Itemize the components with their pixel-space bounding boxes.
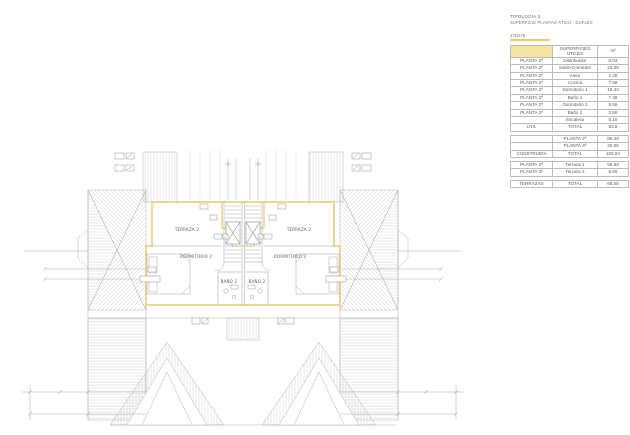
cell-group: PLANTA 2ª	[510, 160, 553, 170]
cell-value: 56.99	[597, 160, 629, 170]
cell-label: PLANTA 2ª	[552, 134, 598, 144]
cell-label: Cocina	[552, 78, 598, 88]
cell-group: PLANTA 2ª	[510, 64, 553, 73]
cell-group	[510, 142, 553, 151]
cell-value: 2.58	[597, 108, 629, 117]
cell-value: 2.28	[597, 71, 629, 80]
stair-shafts	[225, 221, 261, 245]
cell-group: TERRAZAS	[510, 179, 553, 189]
beds	[146, 253, 340, 295]
reference-tags	[114, 152, 372, 325]
cell-label: PLANTA 3ª	[552, 142, 598, 151]
unit-envelope	[145, 201, 341, 306]
cell-label: Terraza 1	[552, 160, 598, 170]
cell-label: TOTAL	[552, 179, 598, 189]
cell-label: Baño 2	[552, 108, 598, 117]
unit-numbers: 275/276	[510, 33, 526, 38]
header-label-line1: SUPERFICIES	[559, 45, 591, 51]
cell-value: 20.65	[597, 142, 629, 151]
room-label-bano-right: BAÑO 2	[249, 279, 266, 284]
cell-group: PLANTA 2ª	[510, 86, 553, 95]
cell-group: PLANTA 2ª	[510, 101, 553, 110]
cell-group: ÚTIL	[510, 123, 553, 132]
cell-value: 9.56	[597, 101, 629, 110]
cell-group: PLANTA 2ª	[510, 78, 553, 88]
cell-label: Dormitorio 2	[552, 101, 598, 110]
cell-value: 23.38	[597, 64, 629, 73]
surface-table-panel: TIPOLOGÍA 2 SUPERFICIE PLANTAS ÁTICO - D…	[510, 14, 629, 189]
yellow-rule	[510, 39, 550, 41]
cell-value: 19.33	[597, 86, 629, 95]
room-label-dormitorio-right: DORMITORIO 2	[274, 254, 307, 259]
header-label-cell: SUPERFICIES ÚTILES	[552, 44, 598, 58]
cell-label: Salón-Comedor	[552, 64, 598, 73]
cell-group: CONSTRUIDA	[510, 149, 553, 158]
header-unit-cell: m²	[597, 44, 629, 58]
room-label-terraza-left: TERRAZA 2	[174, 227, 199, 232]
sheet-subtitle: SUPERFICIE PLANTAS ÁTICO - DÚPLEX	[510, 20, 593, 25]
cell-value: 7.58	[597, 78, 629, 88]
cell-value: 8.06	[597, 168, 629, 177]
bathrooms	[214, 261, 272, 305]
cell-label: Aseo	[552, 71, 598, 80]
roof-hatching	[77, 150, 409, 426]
cell-group: PLANTA 3ª	[510, 168, 553, 177]
cell-label: Terraza 2	[552, 168, 598, 177]
sheet-title: TIPOLOGÍA 2	[510, 14, 541, 19]
header-label-line2: ÚTILES	[566, 51, 584, 57]
cell-label: TOTAL	[552, 123, 598, 132]
cell-label: Dormitorio 1	[552, 86, 598, 95]
cell-group: PLANTA 2ª	[510, 108, 553, 117]
cell-value: 105.94	[597, 149, 629, 158]
cell-group: PLANTA 2ª	[510, 71, 553, 80]
cell-label: TOTAL	[552, 149, 598, 158]
cell-group: PLANTA 2ª	[510, 56, 553, 66]
cell-value: 6.03	[597, 56, 629, 66]
room-label-bano-left: BAÑO 2	[221, 279, 238, 284]
room-label-terraza-right: TERRAZA 2	[286, 227, 311, 232]
room-label-dormitorio-left: DORMITORIO 2	[180, 254, 213, 259]
cell-value: 5.10	[597, 115, 629, 125]
cell-value: 85.29	[597, 134, 629, 144]
cell-value: 65.05	[597, 179, 629, 189]
cell-label: Escalera	[552, 115, 598, 125]
cell-value: 83.8	[597, 123, 629, 132]
room-labels: TERRAZA 2 TERRAZA 2 DORMITORIO 2 DORMITO…	[174, 227, 311, 284]
cell-value: 7.38	[597, 93, 629, 103]
header-highlight-cell	[510, 44, 553, 58]
cell-label: Baño 1	[552, 93, 598, 103]
cell-group	[510, 134, 553, 144]
cell-group: PLANTA 2ª	[510, 93, 553, 103]
cell-label: Distribuidor	[552, 56, 598, 66]
table-header-row: SUPERFICIES ÚTILES m²	[510, 44, 629, 58]
cell-group	[510, 115, 553, 125]
dimension-lines	[22, 158, 464, 420]
